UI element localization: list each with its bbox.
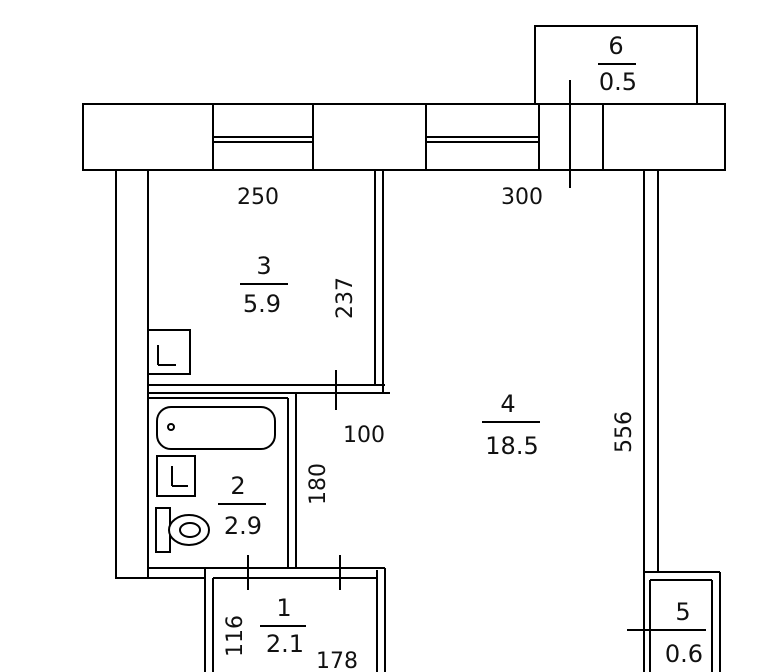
svg-text:0.5: 0.5 [599, 68, 637, 96]
room-5-walls [643, 571, 721, 672]
left-wall [115, 169, 149, 579]
door-ticks [247, 370, 660, 631]
bathtub-icon [156, 406, 276, 450]
dim-room3-height: 237 [333, 277, 358, 319]
room-3-label: 3 5.9 [240, 252, 288, 318]
svg-text:3: 3 [256, 252, 271, 280]
top-wall [82, 103, 726, 171]
kitchen-sink-icon [147, 329, 191, 375]
dim-passage-width: 100 [343, 423, 385, 448]
svg-text:4: 4 [500, 390, 515, 418]
svg-text:2: 2 [230, 472, 245, 500]
dim-room3-width: 250 [237, 185, 279, 210]
room-4-label: 4 18.5 [482, 390, 540, 460]
svg-text:2.9: 2.9 [224, 512, 262, 540]
svg-text:2.1: 2.1 [266, 630, 304, 658]
balcony-door [538, 80, 604, 188]
svg-text:5.9: 5.9 [243, 290, 281, 318]
svg-text:5: 5 [675, 598, 690, 626]
dim-bathroom-height: 180 [306, 463, 331, 505]
washbasin-icon [156, 455, 196, 497]
right-wall [643, 169, 659, 573]
room-2-label: 2 2.9 [218, 472, 266, 540]
dim-hall-width: 178 [316, 649, 358, 672]
window-middle [425, 103, 540, 171]
room-1-label: 1 2.1 [260, 594, 306, 658]
dim-room4-width: 300 [501, 185, 543, 210]
dim-room4-height: 556 [612, 411, 637, 453]
room-6-label: 6 0.5 [598, 32, 637, 96]
svg-text:6: 6 [608, 32, 623, 60]
window-left [212, 103, 314, 171]
dim-hall-height: 116 [223, 615, 248, 657]
toilet-icon [155, 507, 210, 553]
svg-text:18.5: 18.5 [485, 432, 538, 460]
svg-text:1: 1 [276, 594, 291, 622]
svg-text:0.6: 0.6 [665, 640, 703, 668]
room-2-walls [148, 393, 385, 579]
room-1-walls [204, 568, 386, 672]
room-5-label: 5 0.6 [660, 598, 706, 668]
